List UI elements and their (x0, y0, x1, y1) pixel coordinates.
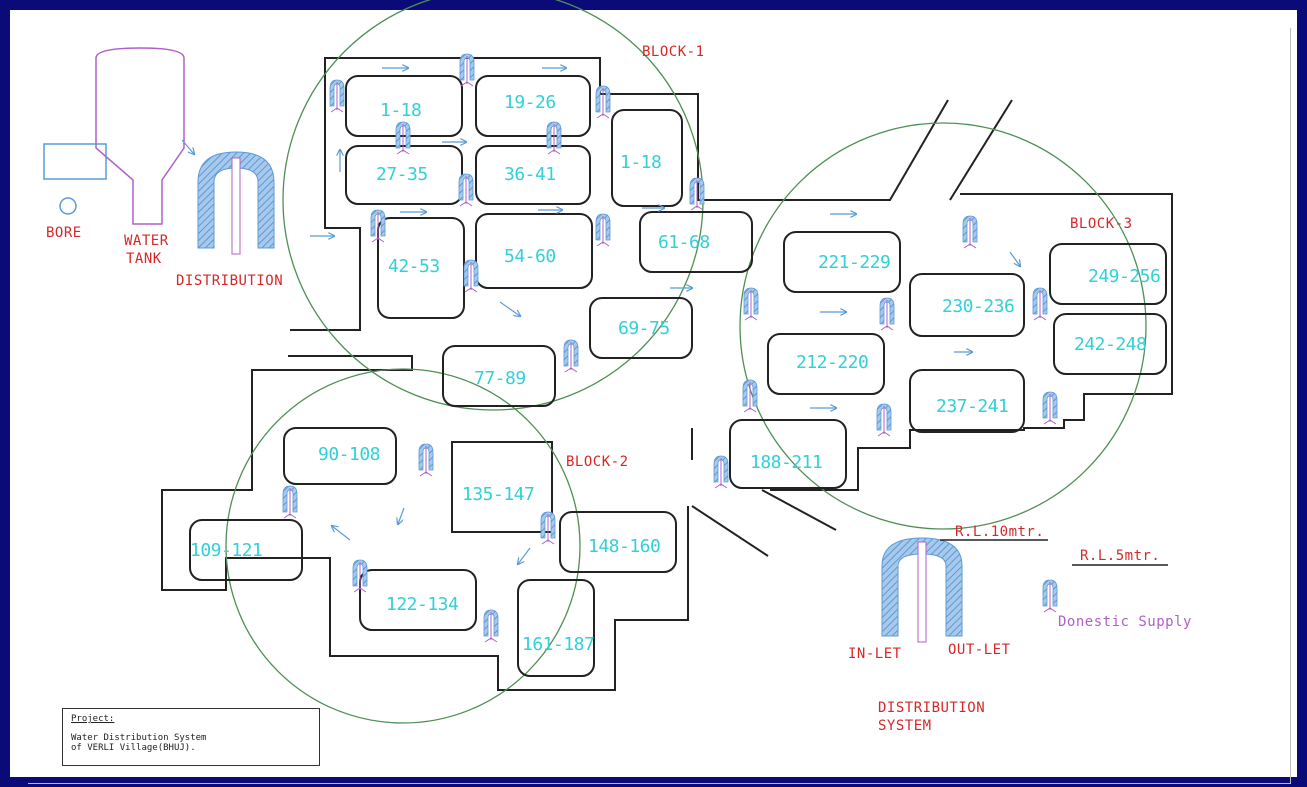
plot-label: 42-53 (388, 256, 440, 277)
tap-icon (713, 455, 729, 489)
plot-label: 249-256 (1088, 266, 1160, 287)
plot-label: 1-18 (380, 100, 421, 121)
domestic-supply-label: Donestic Supply (1058, 614, 1192, 630)
tap-icon (743, 287, 759, 321)
tap-icon (595, 85, 611, 119)
taps (282, 53, 1058, 643)
tap-icon (879, 297, 895, 331)
plot-label: 212-220 (796, 352, 868, 373)
outlet-label: OUT-LET (948, 642, 1011, 658)
inlet-label: IN-LET (848, 646, 902, 662)
project-title-block: Project: Water Distribution System of VE… (62, 708, 320, 766)
plot-label: 27-35 (376, 164, 428, 185)
tap-icon (742, 379, 758, 413)
tap-icon (329, 79, 345, 113)
project-line-2: of VERLI Village(BHUJ). (71, 743, 196, 753)
tank-label: TANK (126, 251, 162, 267)
tap-icon (395, 121, 411, 155)
tap-icon (1032, 287, 1048, 321)
rl10-label: R.L.10mtr. (955, 524, 1044, 540)
bore-label: BORE (46, 225, 82, 241)
block-label: BLOCK-3 (1070, 216, 1133, 232)
plot-label: 61-68 (658, 232, 710, 253)
flow-arrow-icon (181, 68, 1020, 564)
plot-label: 1-18 (620, 152, 661, 173)
plot-label: 148-160 (588, 536, 660, 557)
plot-labels: 1-18 19-26 1-18 27-35 36-41 42-53 54-60 … (190, 92, 1161, 655)
tap-icon (876, 403, 892, 437)
project-heading: Project: (71, 714, 115, 724)
plot-label: 19-26 (504, 92, 556, 113)
plot-label: 54-60 (504, 246, 556, 267)
tap-icon (459, 53, 475, 87)
system-label-line1: DISTRIBUTION (878, 700, 985, 716)
tap-icon (370, 209, 386, 243)
tap-icon (282, 485, 298, 519)
tap-icon (418, 443, 434, 477)
plot-label: 230-236 (942, 296, 1014, 317)
plot-label: 69-75 (618, 318, 670, 339)
water-label: WATER (124, 233, 169, 249)
system-label-line2: SYSTEM (878, 718, 932, 734)
tap-icon (563, 339, 579, 373)
drawing-area (28, 28, 1291, 784)
plot-label: 188-211 (750, 452, 822, 473)
plot-label: 221-229 (818, 252, 890, 273)
plot-label: 77-89 (474, 368, 526, 389)
tap-icon (458, 173, 474, 207)
tap-icon (483, 609, 499, 643)
distribution-tower-icon (197, 151, 275, 255)
rl5-label: R.L.5mtr. (1080, 548, 1160, 564)
plot-label: 109-121 (190, 540, 262, 561)
tap-icon (352, 559, 368, 593)
tap-icon (689, 177, 705, 211)
drawing-frame (10, 10, 1297, 784)
block-circles (225, 0, 1147, 724)
block-label: BLOCK-2 (566, 454, 629, 470)
plot-label: 242-248 (1074, 334, 1146, 355)
block-label: BLOCK-1 (642, 44, 705, 60)
tap-icon (1042, 391, 1058, 425)
plot-label: 90-108 (318, 444, 380, 465)
tap-icon (463, 259, 479, 293)
plot-label: 161-187 (522, 634, 594, 655)
tap-icon (546, 121, 562, 155)
tap-icon (1042, 579, 1058, 613)
tap-icon (595, 213, 611, 247)
plot-label: 36-41 (504, 164, 556, 185)
plot-label: 122-134 (386, 594, 458, 615)
water-tank-icon (95, 47, 185, 225)
tap-icon (962, 215, 978, 249)
tap-icon (540, 511, 556, 545)
plot-outlines (189, 75, 1167, 677)
distribution-tower-icon (881, 537, 1048, 643)
project-line-1: Water Distribution System (71, 733, 207, 743)
bore-well-icon (43, 143, 107, 215)
plot-label: 237-241 (936, 396, 1008, 417)
plot-label: 135-147 (462, 484, 534, 505)
road-boundary (161, 57, 1173, 691)
block-labels: BLOCK-1 BLOCK-2 BLOCK-3 (566, 44, 1133, 470)
distribution-label: DISTRIBUTION (176, 273, 283, 289)
